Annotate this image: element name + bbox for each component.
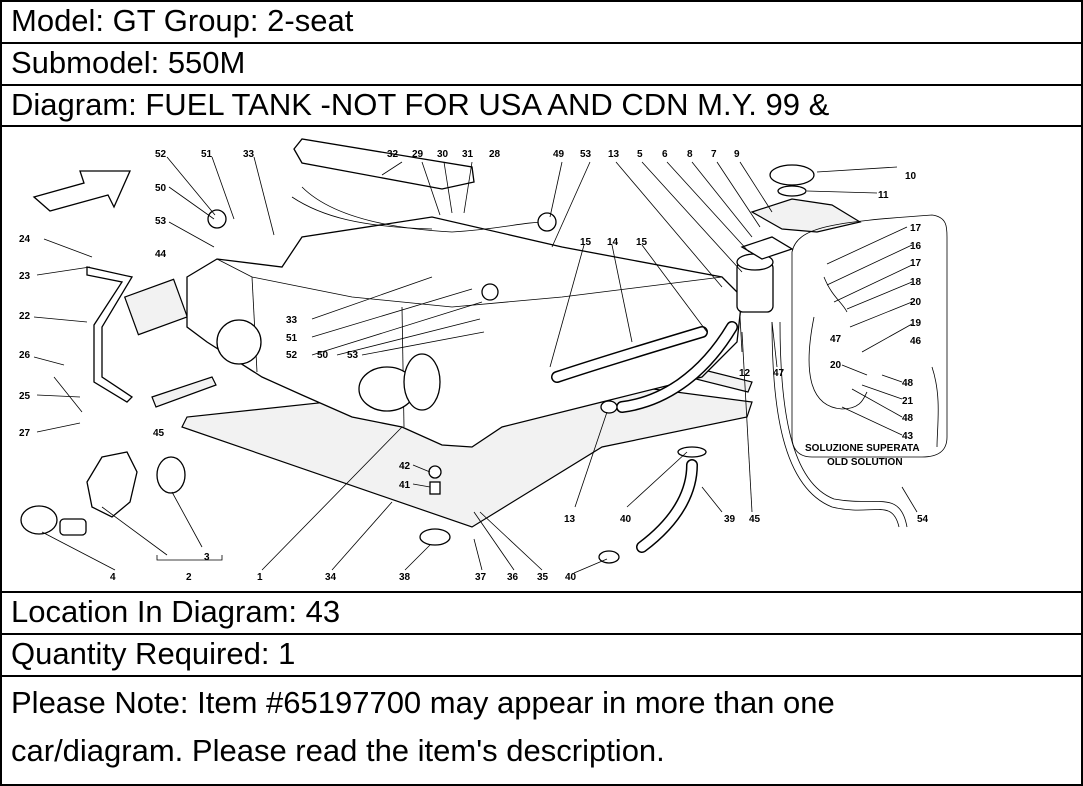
svg-text:47: 47 [773,368,785,379]
svg-text:19: 19 [910,318,922,329]
svg-text:52: 52 [286,350,298,361]
svg-text:7: 7 [711,149,717,160]
svg-text:47: 47 [830,334,842,345]
svg-text:11: 11 [878,190,889,201]
fuel-tank-exploded-view: 52 51 33 50 53 44 24 23 22 26 25 27 45 3… [19,138,948,583]
svg-text:22: 22 [19,311,31,322]
svg-text:5: 5 [637,149,643,160]
location-row: Location In Diagram: 43 [2,593,1081,635]
svg-text:39: 39 [724,514,736,525]
svg-text:37: 37 [475,572,487,583]
svg-text:51: 51 [201,149,213,160]
insulation-strip-45 [151,376,217,408]
svg-text:30: 30 [437,149,449,160]
old-solution-label-it: SOLUZIONE SUPERATA [805,443,920,454]
svg-text:34: 34 [325,572,337,583]
submodel-row: Submodel: 550M [2,44,1081,86]
svg-text:24: 24 [19,234,31,245]
svg-text:6: 6 [662,149,668,160]
svg-text:53: 53 [155,216,167,227]
svg-text:54: 54 [917,514,929,525]
svg-text:10: 10 [905,171,917,182]
insulation-strip-44 [123,278,189,336]
svg-text:21: 21 [902,396,914,407]
filler-flange [740,236,794,260]
svg-text:46: 46 [910,336,922,347]
svg-text:45: 45 [749,514,761,525]
svg-text:50: 50 [155,183,167,194]
svg-text:13: 13 [608,149,620,160]
svg-text:4: 4 [110,572,116,583]
quantity-row: Quantity Required: 1 [2,635,1081,677]
svg-text:50: 50 [317,350,329,361]
svg-text:36: 36 [507,572,519,583]
svg-text:52: 52 [155,149,167,160]
svg-text:9: 9 [734,149,740,160]
callout-labels: 52 51 33 50 53 44 24 23 22 26 25 27 45 3… [19,149,929,583]
svg-text:27: 27 [19,428,31,439]
svg-text:29: 29 [412,149,424,160]
svg-text:16: 16 [910,241,922,252]
bracket-rod-22 [86,266,134,403]
svg-text:49: 49 [553,149,565,160]
svg-text:40: 40 [565,572,577,583]
svg-text:15: 15 [636,237,648,248]
svg-text:38: 38 [399,572,411,583]
svg-text:18: 18 [910,277,922,288]
note-line-2: car/diagram. Please read the item's desc… [11,733,665,768]
svg-text:35: 35 [537,572,549,583]
filler-cover-plate [750,198,862,233]
svg-text:28: 28 [489,149,501,160]
svg-text:43: 43 [902,431,914,442]
svg-text:2: 2 [186,572,192,583]
svg-text:32: 32 [387,149,399,160]
seal-11 [777,185,807,197]
svg-text:33: 33 [286,315,298,326]
note-line-1: Please Note: Item #65197700 may appear i… [11,685,835,720]
svg-text:53: 53 [347,350,359,361]
vent-rail-32 [293,138,475,190]
old-solution-label-en: OLD SOLUTION [827,457,903,468]
svg-text:26: 26 [19,350,31,361]
fuel-tank-body [186,216,743,448]
svg-text:17: 17 [910,223,922,234]
svg-text:17: 17 [910,258,922,269]
svg-text:25: 25 [19,391,31,402]
svg-text:13: 13 [564,514,576,525]
svg-text:20: 20 [830,360,842,371]
svg-text:33: 33 [243,149,255,160]
svg-text:53: 53 [580,149,592,160]
svg-text:40: 40 [620,514,632,525]
svg-text:14: 14 [607,237,619,248]
svg-text:44: 44 [155,249,167,260]
svg-text:15: 15 [580,237,592,248]
svg-text:45: 45 [153,428,165,439]
svg-text:20: 20 [910,297,922,308]
svg-text:3: 3 [204,552,210,563]
svg-text:48: 48 [902,378,914,389]
fuel-pump-assembly [86,451,138,518]
svg-text:48: 48 [902,413,914,424]
svg-text:12: 12 [739,368,751,379]
diagram-title-row: Diagram: FUEL TANK -NOT FOR USA AND CDN … [2,86,1081,127]
svg-text:51: 51 [286,333,298,344]
base-plate [181,376,753,528]
svg-text:8: 8 [687,149,693,160]
svg-text:42: 42 [399,461,411,472]
fuel-tank-diagram: 52 51 33 50 53 44 24 23 22 26 25 27 45 3… [2,127,1081,593]
svg-text:1: 1 [257,572,263,583]
note-block: Please Note: Item #65197700 may appear i… [2,677,1081,784]
filler-cap-10 [769,164,815,186]
model-row: Model: GT Group: 2-seat [2,2,1081,44]
svg-text:31: 31 [462,149,474,160]
svg-text:41: 41 [399,480,411,491]
direction-arrow-icon [32,170,132,212]
svg-text:23: 23 [19,271,31,282]
